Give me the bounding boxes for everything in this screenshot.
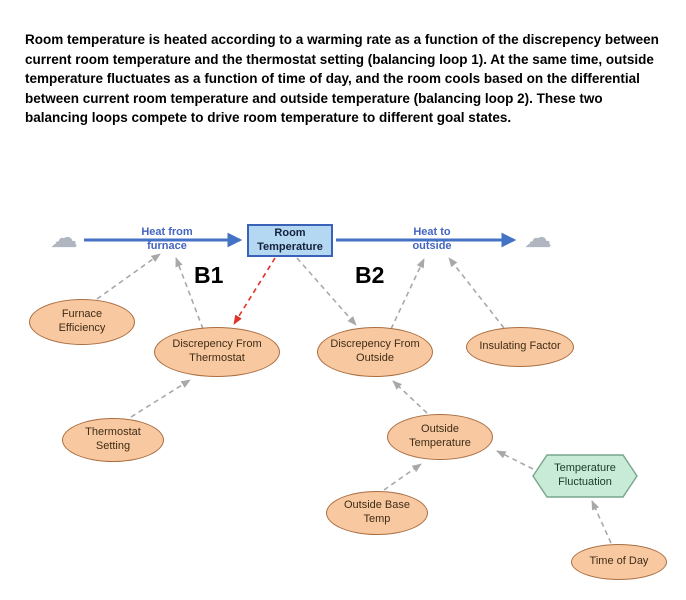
cloud-sink-icon: ☁: [524, 221, 552, 254]
description-text: Room temperature is heated according to …: [25, 32, 659, 125]
causal-links: [96, 253, 612, 544]
node-temperature-fluctuation[interactable]: Temperature Fluctuation: [554, 462, 616, 488]
link-time-of-day-to-fluctuation: [591, 500, 612, 544]
link-room-temp-to-discrepency-outside: [296, 257, 357, 326]
inflow-label[interactable]: Heat from furnace: [141, 226, 193, 252]
loop-b2-label: B2: [355, 262, 385, 288]
loop-b1-label: B1: [194, 262, 224, 288]
link-discrepency-thermostat-to-inflow: [175, 257, 204, 330]
node-outside-temperature[interactable]: Outside Temperature: [387, 414, 493, 460]
node-insulating-factor[interactable]: Insulating Factor: [466, 327, 574, 367]
outflow-label[interactable]: Heat to outside: [412, 226, 452, 252]
link-thermostat-setting-to-discrepency-thermostat: [130, 379, 191, 418]
node-discrepency-from-thermostat[interactable]: Discrepency From Thermostat: [154, 327, 280, 377]
node-thermostat-setting[interactable]: Thermostat Setting: [62, 418, 164, 462]
room-temperature-stock[interactable]: Room Temperature: [247, 224, 333, 257]
link-room-temp-to-discrepency-thermostat: [233, 257, 276, 325]
link-fluctuation-to-outside-temp: [496, 450, 534, 470]
node-time-of-day[interactable]: Time of Day: [571, 544, 667, 580]
link-outside-base-to-outside-temp: [383, 463, 422, 491]
link-furnace-efficiency-to-inflow: [96, 253, 161, 300]
temperature-fluctuation-shape[interactable]: [532, 454, 638, 498]
link-insulating-factor-to-outflow: [448, 257, 505, 329]
link-outside-temp-to-discrepency-outside: [392, 380, 428, 414]
link-discrepency-outside-to-outflow: [390, 258, 425, 330]
node-furnace-efficiency[interactable]: Furnace Efficiency: [29, 299, 135, 345]
cloud-source-icon: ☁: [50, 221, 78, 254]
node-discrepency-from-outside[interactable]: Discrepency From Outside: [317, 327, 433, 377]
node-outside-base-temp[interactable]: Outside Base Temp: [326, 491, 428, 535]
